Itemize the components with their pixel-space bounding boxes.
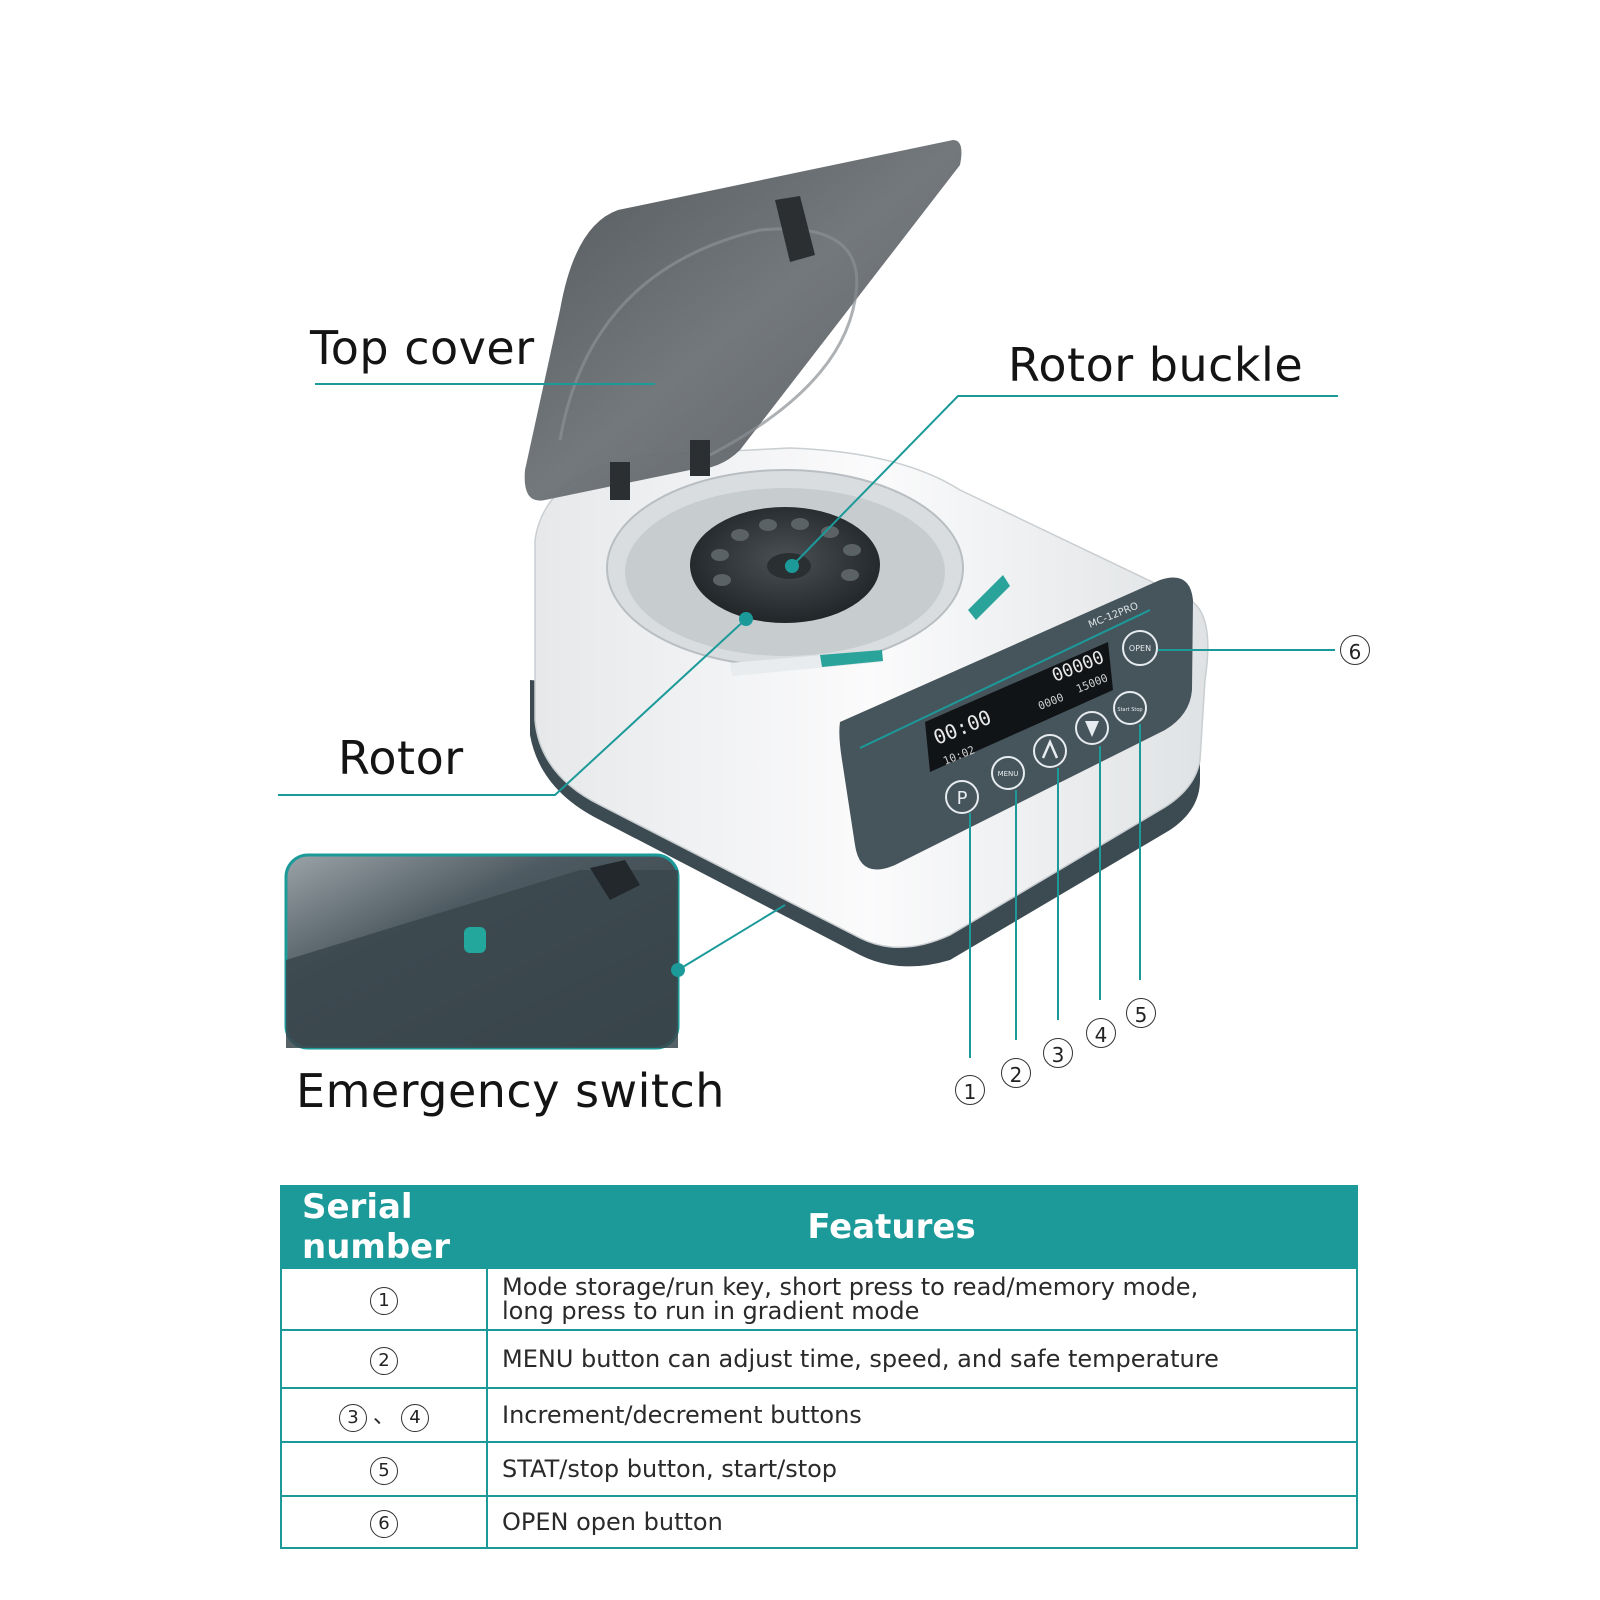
callout-1: 1 (955, 1075, 985, 1105)
feature-cell: Mode storage/run key, short press to rea… (487, 1267, 1357, 1330)
table-row: 5 STAT/stop button, start/stop (281, 1441, 1357, 1496)
svg-text:OPEN: OPEN (1129, 644, 1151, 653)
emergency-switch-button (464, 927, 486, 953)
table-row: 3、4 Increment/decrement buttons (281, 1387, 1357, 1442)
leader-rotor-buckle (791, 395, 1338, 567)
feature-cell: OPEN open button (487, 1495, 1357, 1548)
feature-cell: Increment/decrement buttons (487, 1387, 1357, 1442)
button-start-stop[interactable]: Start Stop (1113, 691, 1147, 725)
top-cover (524, 140, 962, 501)
label-top-cover: Top cover (310, 321, 535, 375)
table-header-row: Serial number Features (281, 1186, 1357, 1268)
table-row: 2 MENU button can adjust time, speed, an… (281, 1329, 1357, 1388)
label-rotor-buckle: Rotor buckle (1008, 338, 1304, 392)
leader-emergency-switch (677, 904, 786, 971)
table-row: 1 Mode storage/run key, short press to r… (281, 1267, 1357, 1330)
serial-cell: 5 (281, 1441, 488, 1496)
label-emergency-switch: Emergency switch (296, 1064, 725, 1118)
button-decrement[interactable] (1075, 711, 1109, 745)
rotor-holes (711, 518, 861, 586)
feature-table: Serial number Features 1 Mode storage/ru… (280, 1185, 1358, 1549)
callout-6: 6 (1340, 635, 1370, 665)
centrifuge-diagram: 00:00 10:02 00000 15000 0000 MC-12PRO P … (278, 140, 1338, 1058)
callout-2: 2 (1001, 1058, 1031, 1088)
button-open[interactable]: OPEN (1122, 630, 1158, 666)
callout-5: 5 (1126, 998, 1156, 1028)
button-increment[interactable] (1033, 734, 1067, 768)
sticker-green (968, 575, 1010, 620)
feature-cell: MENU button can adjust time, speed, and … (487, 1329, 1357, 1388)
display-screen (925, 642, 1113, 772)
button-p[interactable]: P (945, 780, 979, 814)
feature-cell: STAT/stop button, start/stop (487, 1441, 1357, 1496)
leader-panel (859, 609, 1151, 749)
button-menu[interactable]: MENU (991, 756, 1025, 790)
svg-text:P: P (957, 788, 968, 809)
svg-text:Start Stop: Start Stop (1117, 707, 1142, 713)
callout-3: 3 (1043, 1038, 1073, 1068)
header-serial-number: Serial number (281, 1186, 487, 1268)
svg-text:MENU: MENU (998, 770, 1019, 778)
serial-cell: 6 (281, 1495, 488, 1548)
header-features: Features (487, 1186, 1357, 1268)
serial-cell: 1 (281, 1267, 488, 1330)
table-row: 6 OPEN open button (281, 1495, 1357, 1548)
leader-lines (278, 383, 1338, 1058)
callout-4: 4 (1086, 1018, 1116, 1048)
serial-cell: 2 (281, 1329, 488, 1388)
emergency-switch-inset (284, 853, 680, 1050)
label-rotor: Rotor (338, 731, 464, 785)
serial-cell: 3、4 (281, 1387, 488, 1442)
leader-rotor (278, 618, 747, 796)
